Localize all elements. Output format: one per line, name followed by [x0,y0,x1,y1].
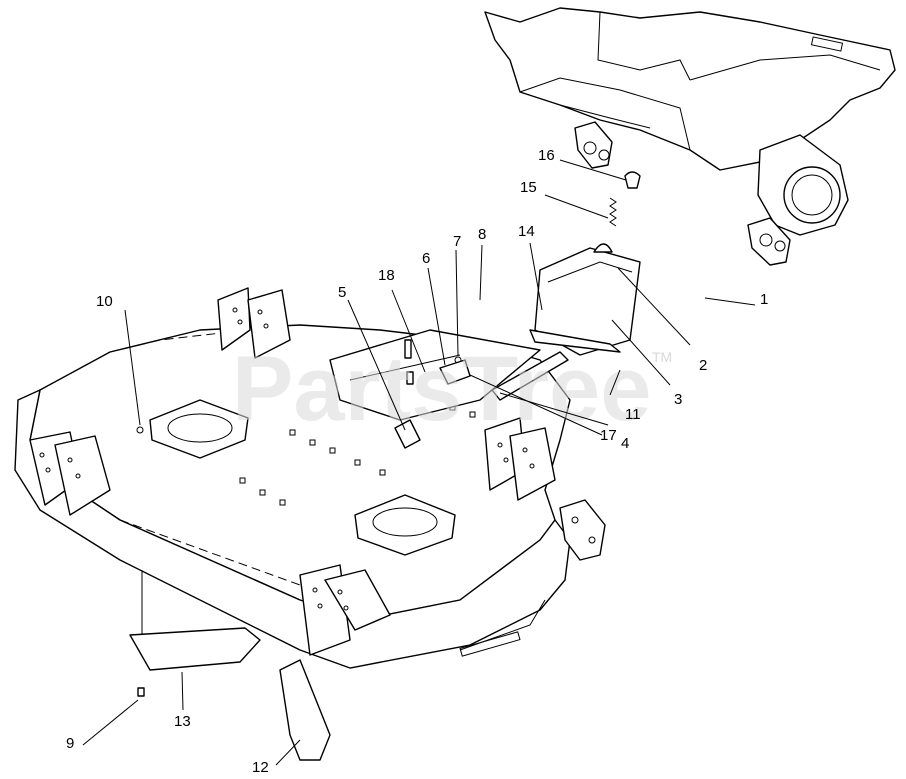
callouts: 1 2 3 4 5 6 7 8 9 10 11 12 13 14 15 16 1… [66,147,768,776]
callout-13: 13 [174,713,191,730]
callout-8: 8 [478,226,486,243]
callout-1: 1 [760,291,768,308]
baffle-bracket-left-front [29,431,111,516]
callout-16: 16 [538,147,555,164]
callout-18: 18 [378,267,395,284]
callout-2: 2 [699,357,707,374]
leader-lines [82,159,756,766]
watermark-trademark: TM [652,349,672,365]
baffle-bracket-left-rear [217,287,291,359]
callout-5: 5 [338,284,346,301]
baffle-bracket-center-front [299,564,391,656]
callout-15: 15 [520,179,537,196]
callout-4: 4 [621,435,629,452]
watermark: PartsTree [232,338,651,440]
callout-12: 12 [252,759,269,776]
callout-6: 6 [422,250,430,267]
callout-11: 11 [625,406,641,423]
tractor-frame [484,7,896,266]
callout-17: 17 [600,427,617,444]
callout-9: 9 [66,735,74,752]
callout-14: 14 [518,223,535,240]
baffle-bracket-right-front [484,417,556,501]
hitch-assembly [129,171,641,761]
callout-10: 10 [96,293,113,310]
callout-7: 7 [453,233,461,250]
callout-3: 3 [674,391,682,408]
